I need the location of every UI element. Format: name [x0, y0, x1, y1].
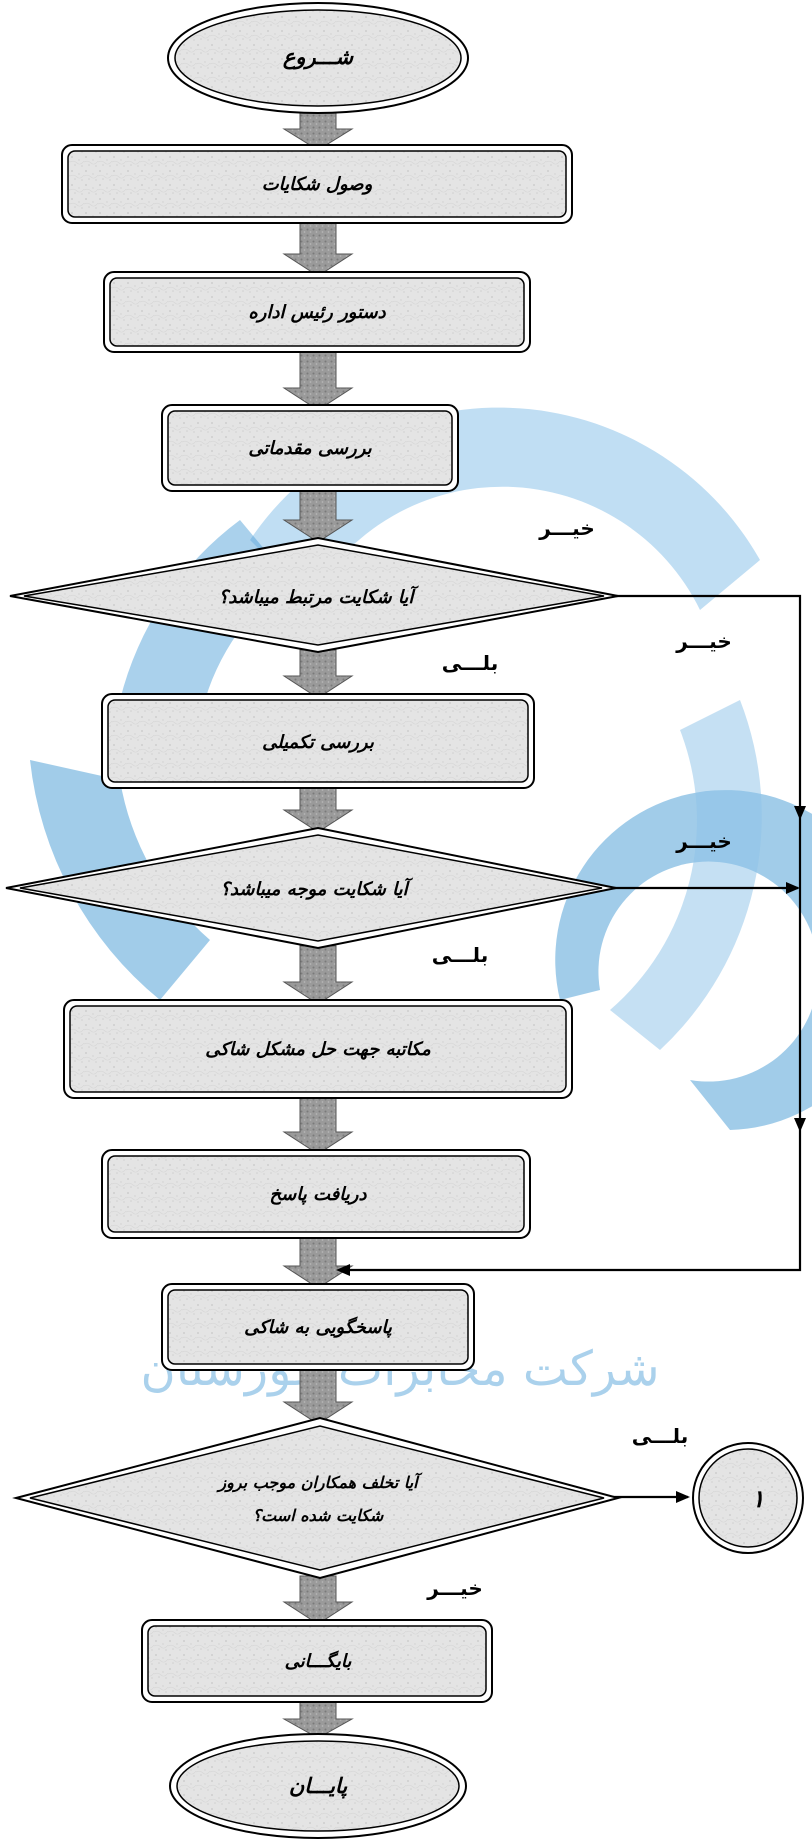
- label-no-justified: خیـــر: [675, 829, 732, 853]
- flow-arrow: [282, 1699, 354, 1739]
- flow-arrow: [282, 945, 354, 1005]
- director-order-box: دستور رئیس اداره: [103, 271, 531, 353]
- end-node: پایـــان: [169, 1733, 467, 1839]
- flow-arrow: [282, 1575, 354, 1625]
- flow-arrow: [282, 351, 354, 411]
- director-order-label: دستور رئیس اداره: [248, 302, 386, 323]
- connector-label: ۱: [752, 1485, 765, 1513]
- correspondence-box: مکاتبه جهت حل مشکل شاکی: [63, 999, 573, 1099]
- flow-arrow: [282, 649, 354, 699]
- label-no-related: خیـــر: [538, 516, 595, 540]
- flow-arrow: [282, 1095, 354, 1155]
- no-branch-lines: [336, 594, 806, 1503]
- receive-complaints-label: وصول شکایات: [262, 174, 373, 195]
- receive-complaints-box: وصول شکایات: [61, 144, 573, 224]
- preliminary-review-box: بررسی مقدماتی: [161, 404, 459, 492]
- label-yes-violation: بلـــی: [632, 1424, 688, 1448]
- label-yes-justified: بلـــی: [432, 943, 488, 967]
- label-yes-related: بلـــی: [442, 651, 498, 675]
- receive-reply-label: دریافت پاسخ: [270, 1184, 368, 1205]
- correspondence-label: مکاتبه جهت حل مشکل شاکی: [205, 1039, 431, 1060]
- decision-violation-label-1: آیا تخلف همکاران موجب بروز: [215, 1472, 423, 1493]
- flow-arrow: [282, 1235, 354, 1289]
- flow-arrow: [282, 489, 354, 543]
- flow-arrow: [282, 107, 354, 151]
- flow-arrow: [282, 1367, 354, 1425]
- preliminary-review-label: بررسی مقدماتی: [248, 438, 372, 459]
- flow-arrows: [282, 107, 354, 1739]
- decision-violation-label-2: شکایت شده است؟: [253, 1506, 384, 1525]
- archive-box: بایگـــانی: [141, 1619, 493, 1703]
- decision-justified: آیا شکایت موجه میباشد؟: [5, 826, 617, 950]
- flow-arrow: [282, 785, 354, 833]
- end-label: پایـــان: [289, 1774, 349, 1799]
- receive-reply-box: دریافت پاسخ: [101, 1149, 531, 1239]
- label-no-right-1: خیـــر: [675, 629, 732, 653]
- decision-justified-label: آیا شکایت موجه میباشد؟: [220, 877, 413, 900]
- archive-label: بایگـــانی: [285, 1650, 353, 1672]
- start-node: شـــروع: [167, 2, 469, 114]
- connector-node: ۱: [692, 1442, 804, 1554]
- respond-complainant-box: پاسخگویی به شاکی: [161, 1283, 475, 1371]
- start-label: شـــروع: [283, 45, 355, 70]
- decision-related-label: آیا شکایت مرتبط میباشد؟: [219, 585, 420, 608]
- label-no-violation: خیـــر: [426, 1576, 483, 1600]
- decision-related: آیا شکایت مرتبط میباشد؟: [9, 536, 619, 654]
- flow-arrow: [282, 221, 354, 277]
- respond-complainant-label: پاسخگویی به شاکی: [244, 1316, 393, 1338]
- decision-violation: آیا تخلف همکاران موجب بروز شکایت شده است…: [12, 1416, 622, 1580]
- complementary-review-label: بررسی تکمیلی: [262, 732, 375, 753]
- complementary-review-box: بررسی تکمیلی: [101, 693, 535, 789]
